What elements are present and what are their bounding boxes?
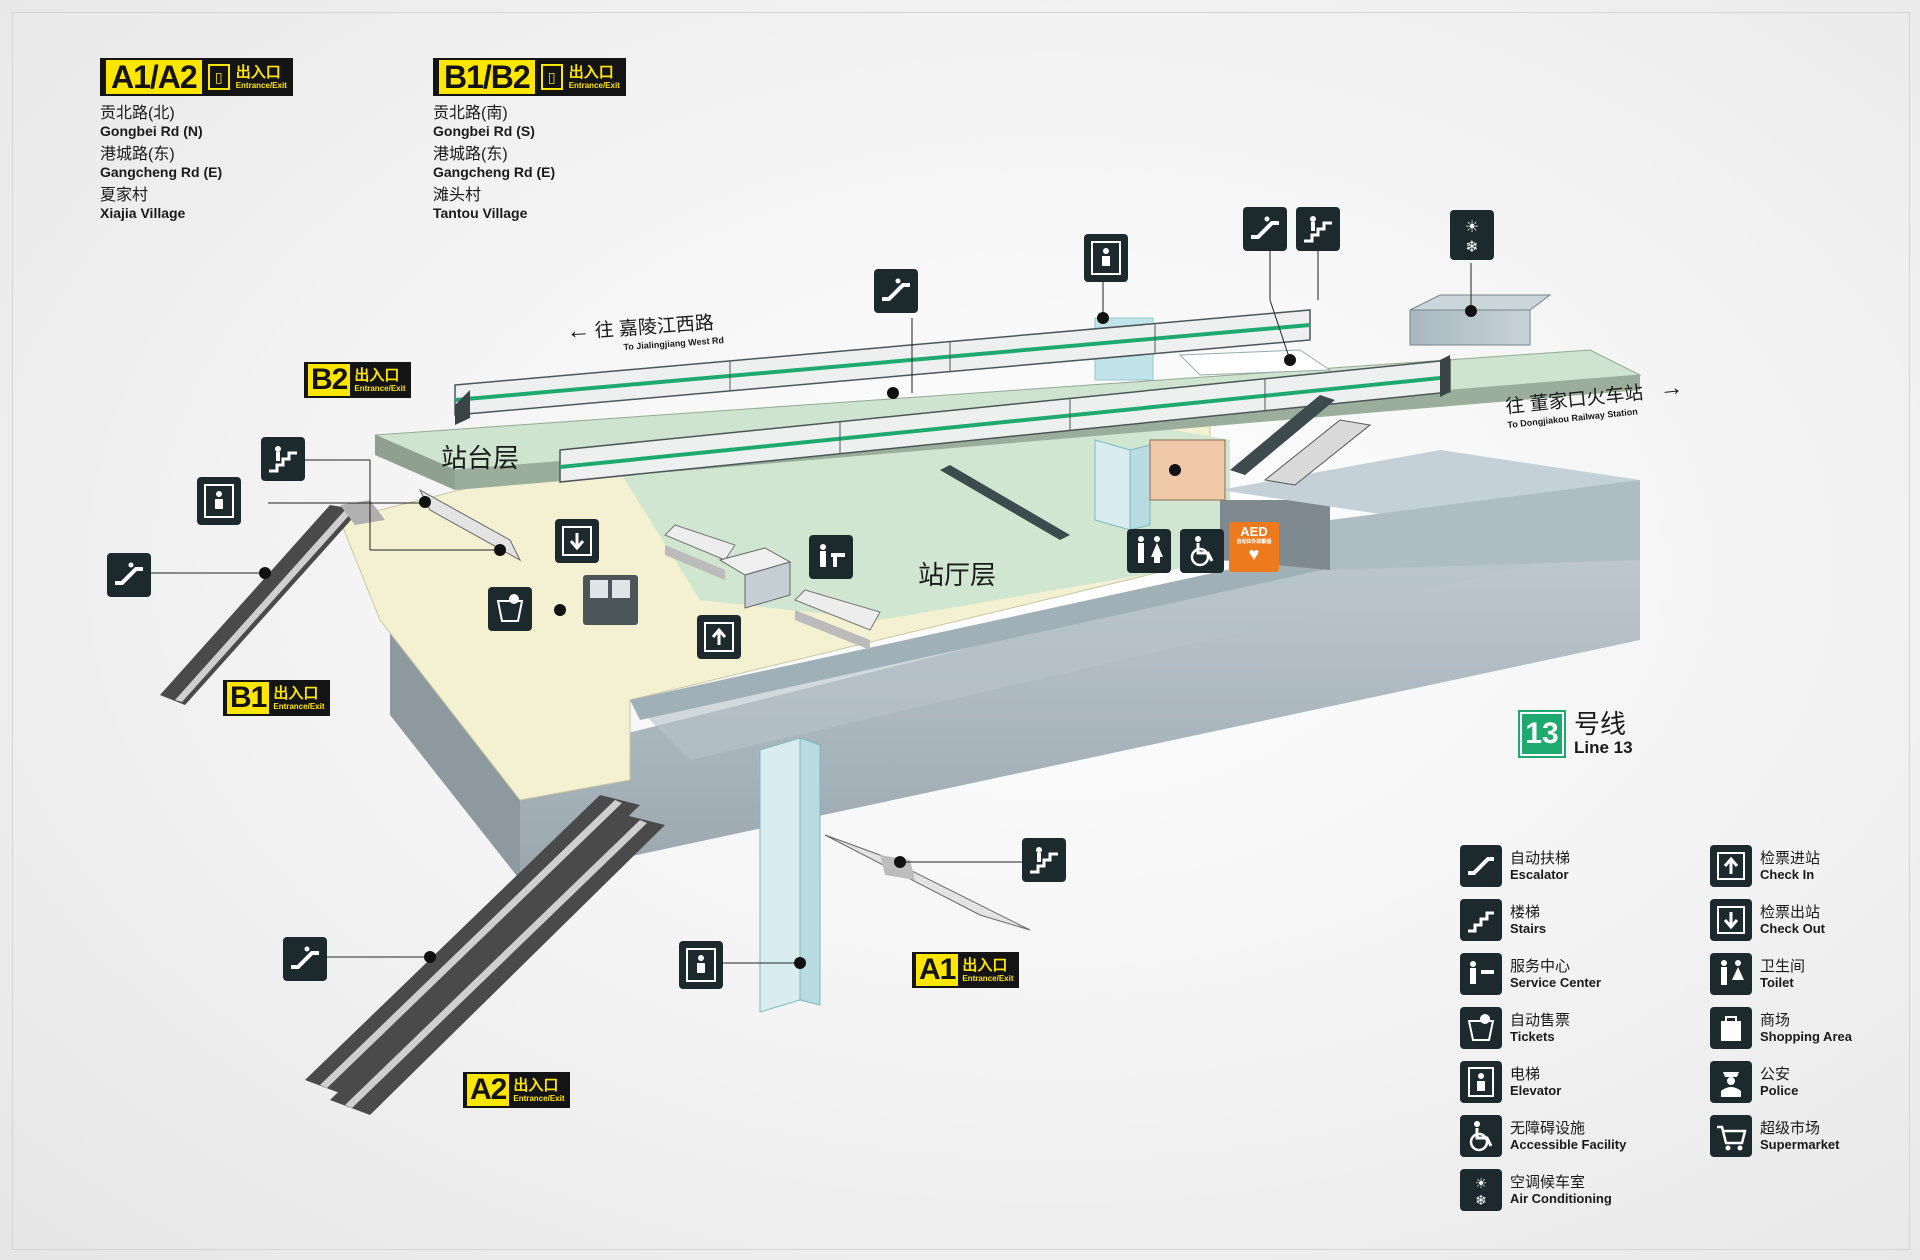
exit-code: A1/A2 [106,60,202,94]
line-label-cn: 号线 [1574,709,1627,739]
exit-b1-b2-header: B1/B2 ▯ 出入口 Entrance/Exit 贡北路(南) Gongbei… [433,58,626,227]
stairs-icon [1460,899,1502,941]
exit-tag-cn: 出入口 [568,63,614,81]
service-center-icon [1460,953,1502,995]
stairs-icon [1296,207,1340,251]
ticket-machines [583,575,638,625]
supermarket-icon [1710,1115,1752,1157]
escalator-icon [1460,845,1502,887]
concourse-level-label: 站厅层 [918,560,997,590]
adjacent-block [1220,450,1640,570]
destination-item: 滩头村 Tantou Village [433,187,528,221]
elevator-icon [679,941,723,989]
destination-item: 夏家村 Xiajia Village [100,187,186,221]
leader-dots [259,305,1477,969]
arrow-left-icon: ← [565,316,592,346]
toilet-icon [1710,953,1752,995]
arrow-right-icon: → [1657,373,1685,403]
exit-code: B1/B2 [439,60,535,94]
exit-a2-escalator [305,795,665,1115]
train-lower [559,355,1451,483]
platform-level-label: 站台层 [441,443,520,473]
elevator-icon [197,477,241,525]
aed-icon: AED 自动体外除颤器 ♥ [1229,522,1279,572]
service-center-icon [809,535,853,579]
platform-escalators [940,395,1372,540]
exit-b-escalator [160,500,385,705]
exit-a1-stairs [824,834,1031,931]
service-counter [718,547,792,609]
shopping-icon [1710,1007,1752,1049]
ticket-machine-icon [488,587,532,631]
map-frame [12,12,1910,1250]
ticket-gates-in [664,524,736,580]
toilet-room [1149,439,1226,501]
elevator-icon [1460,1061,1502,1103]
destination-list: 贡北路(南) Gongbei Rd (S) 港城路(东) Gangcheng R… [433,104,626,221]
exit-a-elevator-shaft [759,737,821,1013]
destination-item: 贡北路(南) Gongbei Rd (S) [433,105,535,139]
svg-text:☀: ☀ [1465,217,1479,236]
ac-waiting-room [1409,294,1552,346]
leader-lines [150,250,1472,964]
ticket-gates-out [794,589,881,650]
line-label-en: Line 13 [1574,738,1633,757]
exit-tag-en: Entrance/Exit [235,80,287,90]
ticket-machine-icon [1460,1007,1502,1049]
stairs-icon [1022,838,1066,882]
exit-door-icon: ▯ [540,64,563,90]
check-out-icon [555,519,599,563]
line-number: 13 [1518,710,1566,758]
escalator-icon [874,269,918,313]
train-upper [454,309,1311,425]
stairs-icon [261,437,305,481]
line-badge: 13 号线 Line 13 [1518,710,1633,758]
escalator-icon [283,937,327,981]
air-conditioning-icon: ☀❄ [1450,210,1494,260]
exit-tag: A1/A2 ▯ 出入口 Entrance/Exit [100,58,293,96]
exit-tag-en: Entrance/Exit [568,80,620,90]
accessible-icon [1460,1115,1502,1157]
exit-tag: B1/B2 ▯ 出入口 Entrance/Exit [433,58,626,96]
elevator-icon [1084,234,1128,282]
toilet-icon [1127,529,1171,573]
svg-text:❄: ❄ [1475,1193,1487,1209]
air-conditioning-icon: ☀❄ [1460,1169,1502,1211]
police-icon [1710,1061,1752,1103]
escalator-icon [1243,207,1287,251]
destination-item: 港城路(东) Gangcheng Rd (E) [100,146,223,180]
svg-text:❄: ❄ [1465,237,1478,256]
destination-item: 贡北路(北) Gongbei Rd (N) [100,105,203,139]
escalator-icon [107,553,151,597]
destination-list: 贡北路(北) Gongbei Rd (N) 港城路(东) Gangcheng R… [100,104,293,221]
exit-tag-cn: 出入口 [235,63,281,81]
exit-a1-a2-header: A1/A2 ▯ 出入口 Entrance/Exit 贡北路(北) Gongbei… [100,58,293,227]
check-in-icon [1710,845,1752,887]
destination-item: 港城路(东) Gangcheng Rd (E) [433,146,556,180]
check-in-icon [697,615,741,659]
exit-door-icon: ▯ [207,64,230,90]
accessible-icon [1180,529,1224,573]
heart-icon: ♥ [1248,544,1260,564]
svg-text:☀: ☀ [1475,1176,1488,1192]
check-out-icon [1710,899,1752,941]
